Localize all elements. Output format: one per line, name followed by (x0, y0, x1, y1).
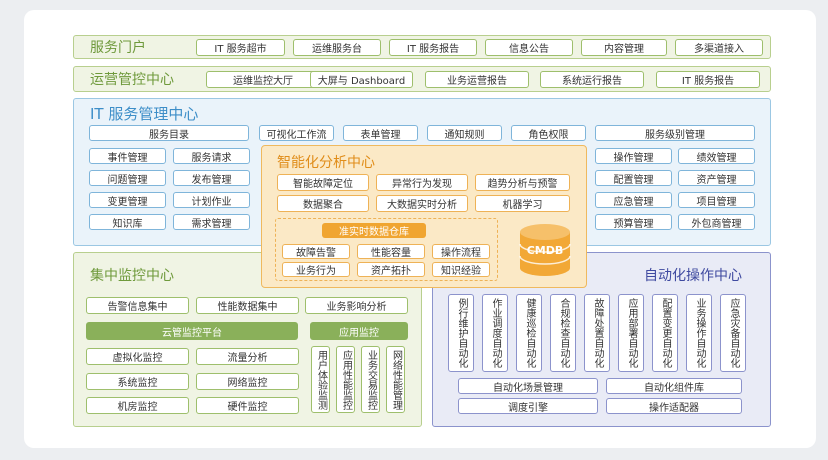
ops-item: 系统运行报告 (540, 71, 644, 88)
warehouse-item: 资产拓扑 (357, 262, 425, 277)
portal-item: 运维服务台 (293, 39, 381, 56)
warehouse-title: 准实时数据仓库 (322, 223, 426, 238)
ops-control-band (73, 66, 771, 92)
itsm-left-item: 问题管理 (89, 170, 166, 186)
cmdb-icon (517, 222, 573, 280)
cloud-monitor-platform-header: 云管监控平台 (86, 322, 298, 340)
analytics-title: 智能化分析中心 (277, 155, 375, 171)
itsm-title: IT 服务管理中心 (90, 105, 199, 123)
app-monitor-item: 业务交易监控 (361, 346, 380, 413)
app-monitor-header: 应用监控 (310, 322, 408, 340)
app-monitor-item: 网络性能管理 (386, 346, 405, 413)
automation-bottom-item: 自动化场景管理 (458, 378, 598, 394)
warehouse-item: 故障告警 (282, 244, 350, 259)
itsm-left-item: 知识库 (89, 214, 166, 230)
automation-bottom-item: 自动化组件库 (606, 378, 742, 394)
itsm-left-item: 计划作业 (173, 192, 250, 208)
monitor-item: 告警信息集中 (86, 297, 189, 314)
ops-item: IT 服务报告 (656, 71, 760, 88)
itsm-right-item: 配置管理 (595, 170, 672, 186)
warehouse-item: 知识经验 (432, 262, 490, 277)
monitor-item: 性能数据集中 (196, 297, 299, 314)
automation-title: 自动化操作中心 (644, 268, 742, 284)
itsm-right-item: 绩效管理 (678, 148, 755, 164)
itsm-left-item: 需求管理 (173, 214, 250, 230)
warehouse-frame (275, 218, 498, 281)
itsm-right-item: 外包商管理 (678, 214, 755, 230)
analytics-item: 数据聚合 (277, 195, 369, 212)
itsm-top-item: 服务目录 (89, 125, 249, 141)
itsm-top-item: 可视化工作流 (259, 125, 334, 141)
cloud-monitor-item: 机房监控 (86, 397, 189, 414)
analytics-item: 趋势分析与预警 (475, 174, 570, 191)
cloud-monitor-item: 网络监控 (196, 373, 299, 390)
itsm-left-item: 变更管理 (89, 192, 166, 208)
portal-item: IT 服务报告 (389, 39, 477, 56)
itsm-right-item: 预算管理 (595, 214, 672, 230)
itsm-right-item: 应急管理 (595, 192, 672, 208)
automation-bottom-item: 调度引擎 (458, 398, 598, 414)
central-monitoring-title: 集中监控中心 (90, 268, 174, 284)
itsm-left-item: 服务请求 (173, 148, 250, 164)
automation-item: 故障处置自动化 (584, 294, 610, 372)
ops-control-title: 运营管控中心 (90, 72, 174, 88)
automation-item: 配置变更自动化 (652, 294, 678, 372)
cloud-monitor-item: 硬件监控 (196, 397, 299, 414)
automation-bottom-item: 操作适配器 (606, 398, 742, 414)
itsm-top-item: 服务级别管理 (595, 125, 755, 141)
warehouse-item: 业务行为 (282, 262, 350, 277)
warehouse-item: 性能容量 (357, 244, 425, 259)
warehouse-item: 操作流程 (432, 244, 490, 259)
ops-item: 运维监控大厅 (206, 71, 320, 88)
portal-item: IT 服务超市 (196, 39, 285, 56)
service-portal-title: 服务门户 (90, 40, 146, 56)
app-monitor-item: 用户体验监测 (311, 346, 330, 413)
itsm-right-item: 资产管理 (678, 170, 755, 186)
itsm-left-item: 事件管理 (89, 148, 166, 164)
portal-item: 内容管理 (581, 39, 667, 56)
portal-item: 多渠道接入 (675, 39, 763, 56)
itsm-top-item: 通知规则 (427, 125, 502, 141)
automation-item: 健康巡检自动化 (516, 294, 542, 372)
ops-item: 大屏与 Dashboard (310, 71, 413, 88)
app-monitor-item: 应用性能监控 (336, 346, 355, 413)
automation-item: 合规检查自动化 (550, 294, 576, 372)
cloud-monitor-item: 流量分析 (196, 348, 299, 365)
itsm-right-item: 项目管理 (678, 192, 755, 208)
ops-item: 业务运营报告 (425, 71, 529, 88)
itsm-right-item: 操作管理 (595, 148, 672, 164)
automation-item: 作业调度自动化 (482, 294, 508, 372)
automation-item: 例行维护自动化 (448, 294, 474, 372)
cmdb-label: CMDB (526, 244, 564, 257)
analytics-item: 异常行为发现 (376, 174, 468, 191)
analytics-item: 大数据实时分析 (376, 195, 468, 212)
automation-item: 业务操作自动化 (686, 294, 712, 372)
cloud-monitor-item: 虚拟化监控 (86, 348, 189, 365)
itsm-left-item: 发布管理 (173, 170, 250, 186)
cloud-monitor-item: 系统监控 (86, 373, 189, 390)
analytics-item: 智能故障定位 (277, 174, 369, 191)
monitor-item: 业务影响分析 (305, 297, 408, 314)
itsm-top-item: 表单管理 (343, 125, 418, 141)
analytics-item: 机器学习 (475, 195, 570, 212)
itsm-top-item: 角色权限 (511, 125, 586, 141)
automation-item: 应急灾备自动化 (720, 294, 746, 372)
portal-item: 信息公告 (485, 39, 573, 56)
automation-item: 应用部署自动化 (618, 294, 644, 372)
